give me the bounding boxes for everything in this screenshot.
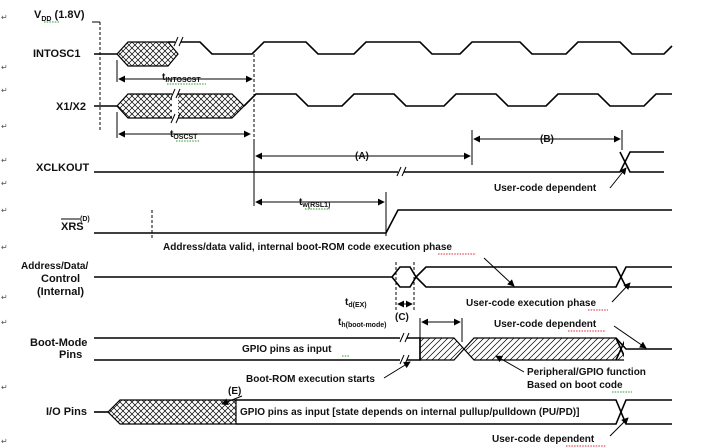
svg-text:(Internal): (Internal) xyxy=(37,286,84,298)
xclkout-label: XCLKOUT xyxy=(36,162,89,174)
tdex-label: td(EX) xyxy=(345,297,367,309)
io-pins-label: I/O Pins xyxy=(46,406,87,418)
peripheral-gpio-annotation: Peripheral/GPIO function Based on boot c… xyxy=(527,367,646,393)
svg-text:(D): (D) xyxy=(80,216,90,223)
user-exec-pointer xyxy=(611,282,631,303)
svg-text:User-code dependent: User-code dependent xyxy=(492,434,595,445)
twrsl1-label: tw(RSL1) xyxy=(299,197,330,210)
svg-text:↵: ↵ xyxy=(1,13,8,22)
svg-text:↵: ↵ xyxy=(1,437,8,446)
xrs-label: XRS (D) xyxy=(61,216,90,233)
svg-text:↵: ↵ xyxy=(1,179,8,188)
svg-text:Boot-Mode: Boot-Mode xyxy=(30,337,87,349)
svg-text:↵: ↵ xyxy=(1,206,8,215)
vdd-waveform xyxy=(92,21,101,132)
x1x2-waveform xyxy=(94,88,672,124)
interval-a-label: (A) xyxy=(355,151,369,162)
intosc1-label: INTOSC1 xyxy=(33,48,80,60)
peripheral-pointer xyxy=(495,355,525,373)
xclkout-user-code-dependent: User-code dependent xyxy=(494,183,597,194)
user-exec-annotation: User-code execution phase xyxy=(466,298,608,311)
addr-valid-annotation: Address/data valid, internal boot-ROM co… xyxy=(163,242,476,255)
xclkout-waveform xyxy=(94,151,664,177)
io-pins-waveform xyxy=(94,399,672,425)
svg-text:↵: ↵ xyxy=(1,156,8,165)
xrs-waveform xyxy=(94,209,672,234)
xclkout-user-arrow xyxy=(609,167,627,189)
svg-text:Based on boot code: Based on boot code xyxy=(527,380,623,391)
svg-text:tINTOSCST: tINTOSCST xyxy=(162,72,201,84)
svg-text:↵: ↵ xyxy=(1,86,8,95)
note-e-label: (E) xyxy=(228,386,241,397)
svg-text:Pins: Pins xyxy=(59,349,82,361)
svg-text:tw(RSL1): tw(RSL1) xyxy=(299,197,330,209)
svg-text:XRS: XRS xyxy=(61,221,84,233)
io-user-pointer xyxy=(609,417,629,437)
address-data-control-waveform xyxy=(94,266,672,288)
svg-text:↵: ↵ xyxy=(1,318,8,327)
boot-user-code-dependent: User-code dependent xyxy=(494,319,606,332)
svg-text:User-code dependent: User-code dependent xyxy=(494,319,597,330)
boot-user-pointer xyxy=(613,325,647,349)
tintoscst-label: tINTOSCST xyxy=(162,72,206,85)
intosc1-waveform xyxy=(94,36,673,67)
svg-text:↵: ↵ xyxy=(1,383,8,392)
svg-text:↵: ↵ xyxy=(1,63,8,72)
svg-text:tOSCST: tOSCST xyxy=(170,129,198,141)
boot-mode-pins-label: Boot-Mode Pins xyxy=(30,337,87,361)
svg-text:↵: ↵ xyxy=(1,122,8,131)
svg-text:↵: ↵ xyxy=(1,293,8,302)
svg-text:th(boot-mode): th(boot-mode) xyxy=(338,317,386,329)
svg-text:Address/data valid, internal b: Address/data valid, internal boot-ROM co… xyxy=(163,242,452,253)
svg-text:td(EX): td(EX) xyxy=(345,297,367,309)
note-c-label: (C) xyxy=(395,312,409,323)
note-e-pointer xyxy=(221,395,243,405)
boot-rom-pointer xyxy=(383,361,411,379)
boot-rom-starts-annotation: Boot-ROM execution starts xyxy=(246,374,375,385)
svg-text:GPIO pins as input: GPIO pins as input xyxy=(242,344,332,355)
addr-valid-pointer xyxy=(483,257,515,287)
interval-b-label: (B) xyxy=(540,134,554,145)
io-state-annotation: GPIO pins as input [state depends on int… xyxy=(238,404,610,418)
address-data-control-label: Address/Data/ Control (Internal) xyxy=(21,261,88,298)
thboot-label: th(boot-mode) xyxy=(338,317,386,329)
paragraph-marks: ↵ ↵ ↵ ↵ ↵ ↵ ↵ ↵ ↵ ↵ ↵ ↵ xyxy=(1,13,8,446)
svg-text:Control: Control xyxy=(41,273,80,285)
svg-text:GPIO pins as input [state depe: GPIO pins as input [state depends on int… xyxy=(240,407,579,418)
svg-text:Boot-ROM execution starts: Boot-ROM execution starts xyxy=(246,374,375,385)
toscst-label: tOSCST xyxy=(170,129,200,142)
x1x2-label: X1/X2 xyxy=(56,101,86,113)
boot-mode-waveform xyxy=(94,332,674,365)
io-user-code-dependent: User-code dependent xyxy=(492,434,606,447)
vdd-label: VDD (1.8V) xyxy=(34,9,85,23)
svg-text:Address/Data/: Address/Data/ xyxy=(21,261,88,272)
svg-text:VDD (1.8V): VDD (1.8V) xyxy=(34,9,85,23)
svg-text:Peripheral/GPIO function: Peripheral/GPIO function xyxy=(527,367,646,378)
gpio-input-annotation: GPIO pins as input xyxy=(242,344,350,357)
svg-text:↵: ↵ xyxy=(1,243,8,252)
svg-text:User-code execution phase: User-code execution phase xyxy=(466,298,596,309)
